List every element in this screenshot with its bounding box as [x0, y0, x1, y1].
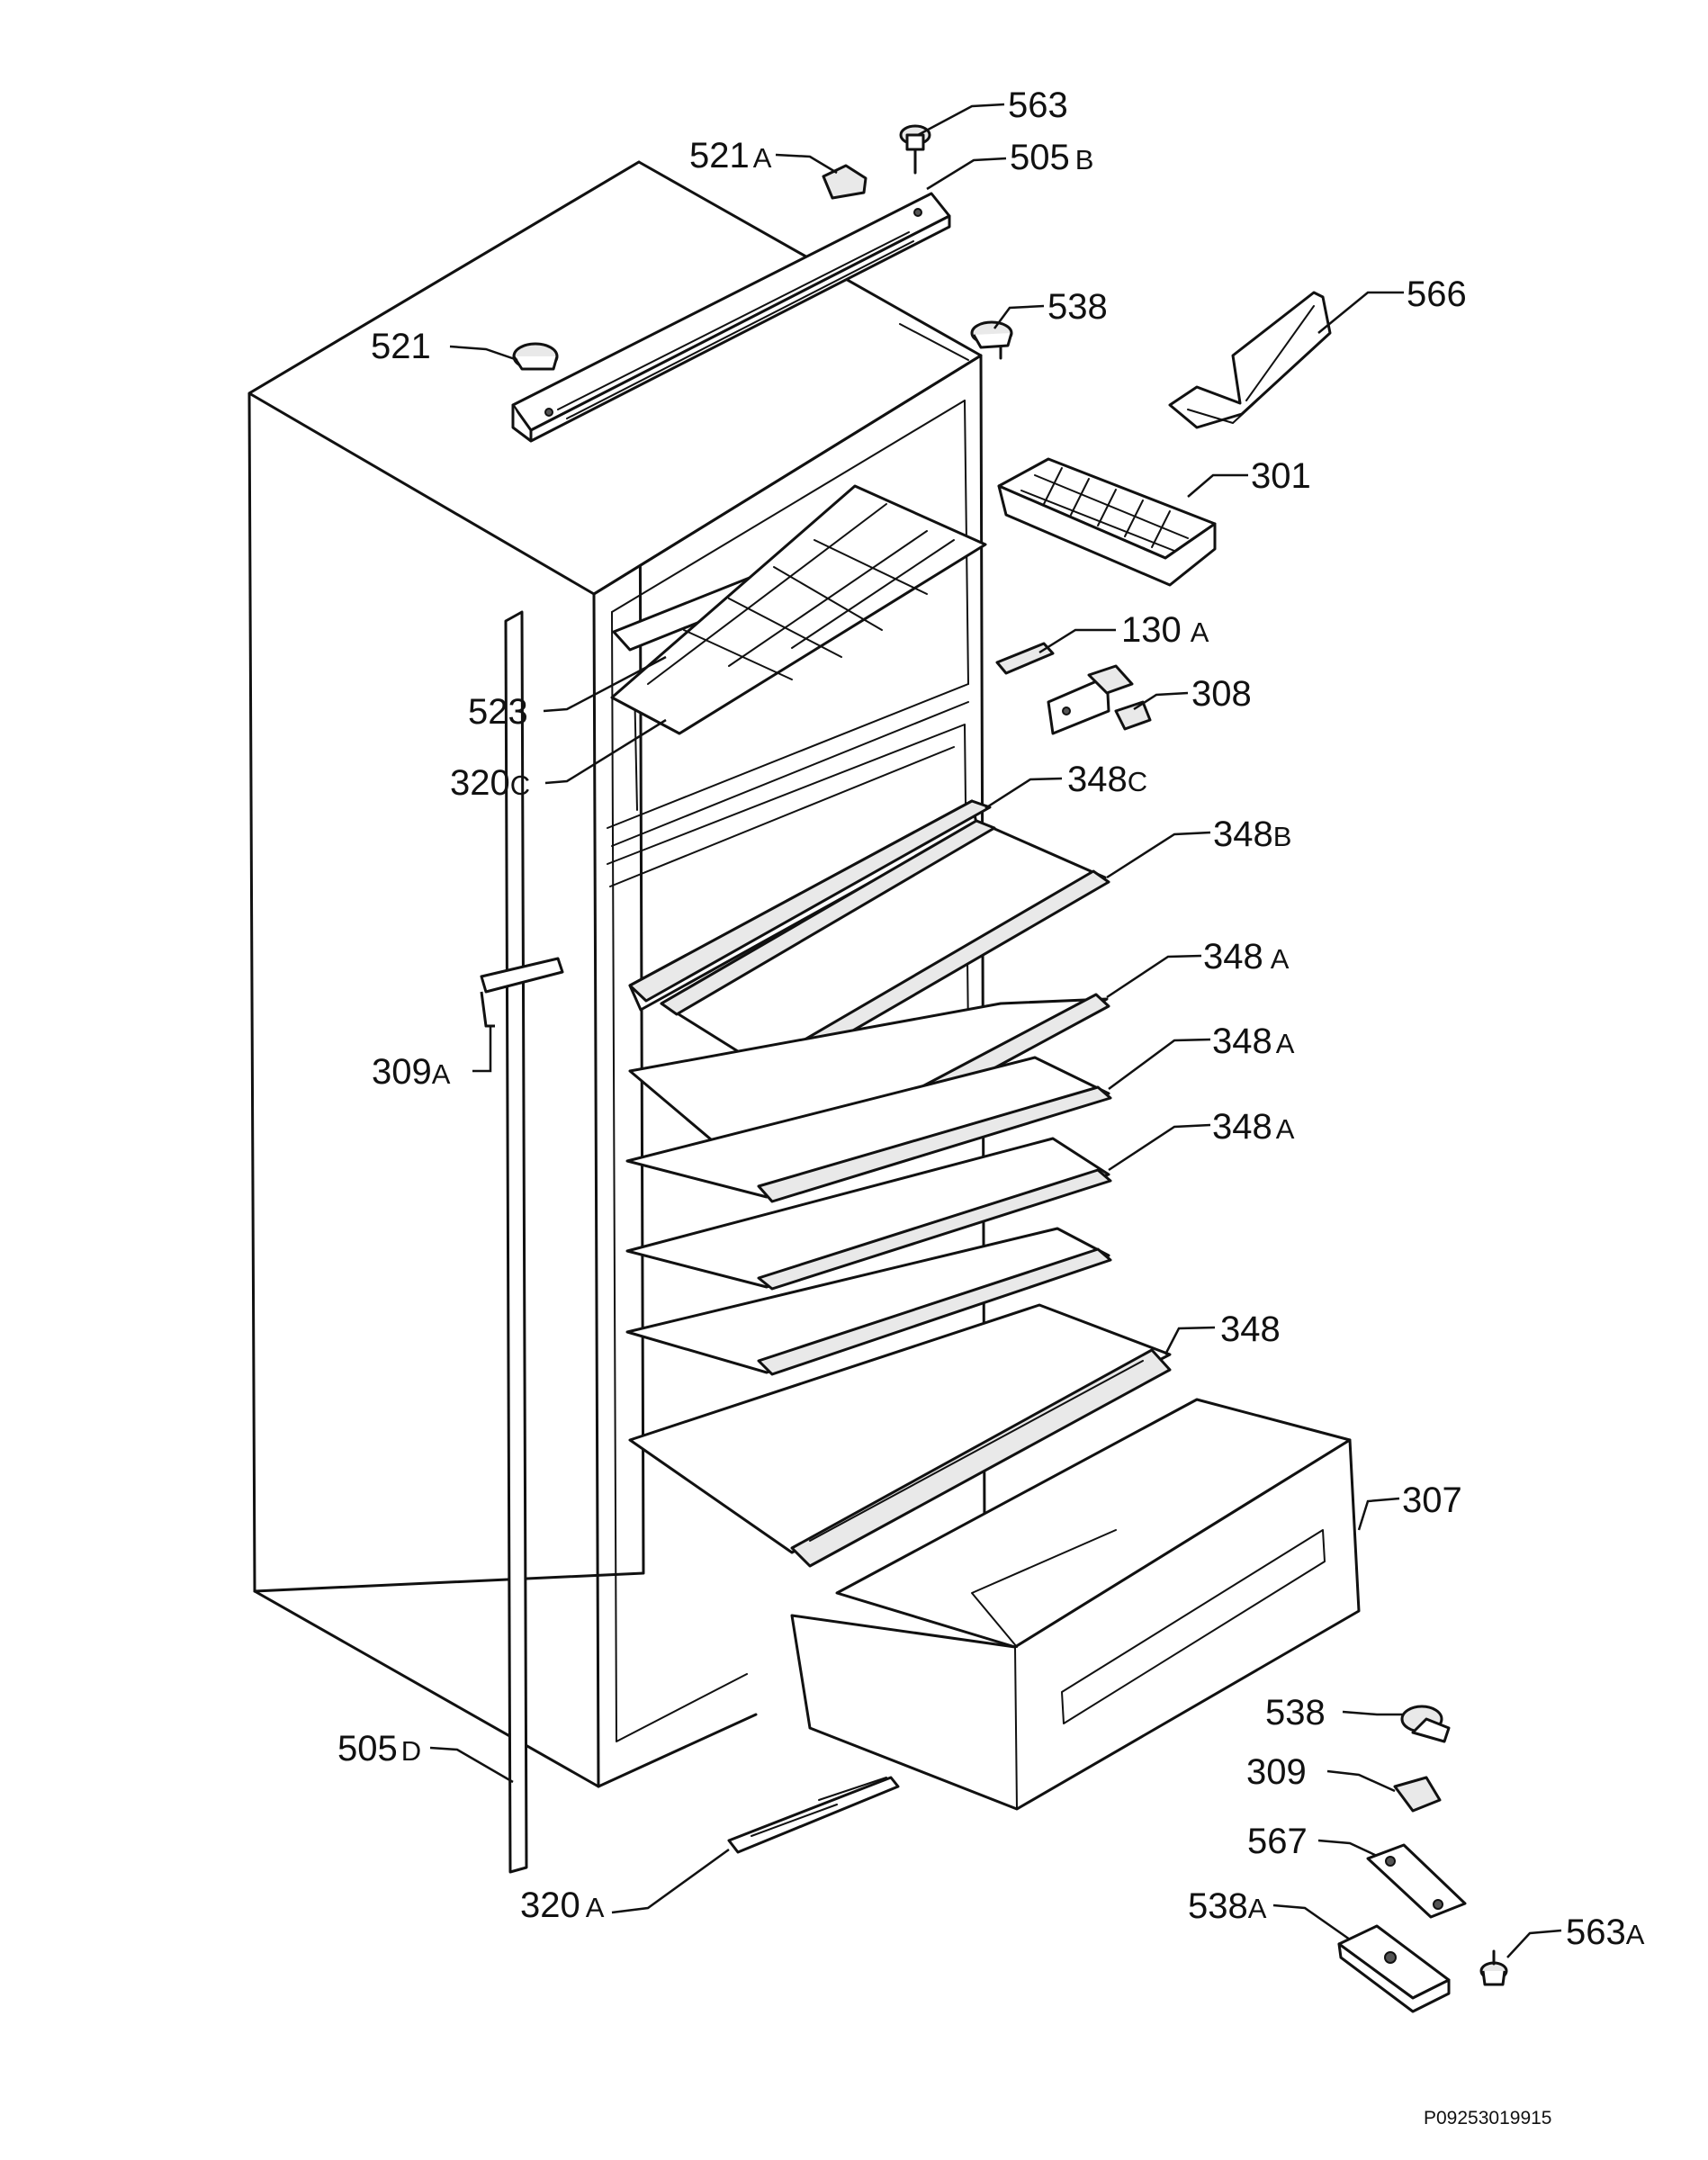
- crisper-drawer-307: [790, 1398, 1361, 1811]
- label-320c: 320C: [450, 763, 530, 803]
- label-309: 309: [1246, 1752, 1307, 1792]
- ice-tray-lid-566: [1168, 291, 1332, 429]
- bracket-309a: [480, 957, 564, 1028]
- label-309a: 309A: [372, 1052, 451, 1092]
- label-563a: 563A: [1566, 1912, 1645, 1952]
- ice-tray-301: [997, 457, 1217, 587]
- screw-563a: [1479, 1949, 1508, 1986]
- hinge-bracket-308: [1047, 664, 1152, 735]
- freezer-grid-320c: [610, 484, 987, 735]
- bracket-309: [1393, 1776, 1442, 1813]
- top-hinge-bar: [511, 192, 951, 443]
- hinge-538a: [1337, 1924, 1451, 2013]
- label-521: 521: [371, 327, 431, 366]
- glass-shelf-348b: [660, 819, 1110, 1078]
- hinge-cap-521: [512, 342, 559, 371]
- label-538-bottom: 538: [1265, 1693, 1326, 1732]
- label-348b: 348B: [1213, 814, 1291, 854]
- glass-shelf-348a-3: [625, 1137, 1112, 1291]
- leader-lines: [429, 103, 1562, 1958]
- label-538a: 538A: [1188, 1886, 1267, 1926]
- label-348: 348: [1220, 1310, 1281, 1349]
- door-trim-505d: [504, 610, 528, 1874]
- label-348c: 348C: [1067, 760, 1147, 799]
- label-538-top: 538: [1047, 287, 1108, 327]
- glass-shelf-348: [628, 1303, 1172, 1568]
- label-301: 301: [1251, 456, 1311, 496]
- label-566: 566: [1407, 274, 1467, 314]
- glass-shelf-348a-4: [625, 1227, 1112, 1376]
- label-307: 307: [1402, 1480, 1462, 1520]
- glass-shelf-348a-2: [625, 1056, 1112, 1203]
- label-567: 567: [1247, 1822, 1308, 1861]
- label-308: 308: [1191, 674, 1252, 714]
- pin-538-top: [970, 320, 1013, 360]
- part-130a: [995, 642, 1055, 675]
- bottom-rail-320a: [727, 1776, 900, 1854]
- label-523: 523: [468, 692, 528, 732]
- label-563: 563: [1008, 86, 1068, 125]
- screw-563: [899, 124, 931, 175]
- pin-538-bottom: [1400, 1705, 1451, 1743]
- drawing-reference: P09253019915: [1424, 2108, 1551, 2128]
- hinge-567: [1366, 1843, 1467, 1919]
- hinge-cap-521a: [822, 164, 867, 200]
